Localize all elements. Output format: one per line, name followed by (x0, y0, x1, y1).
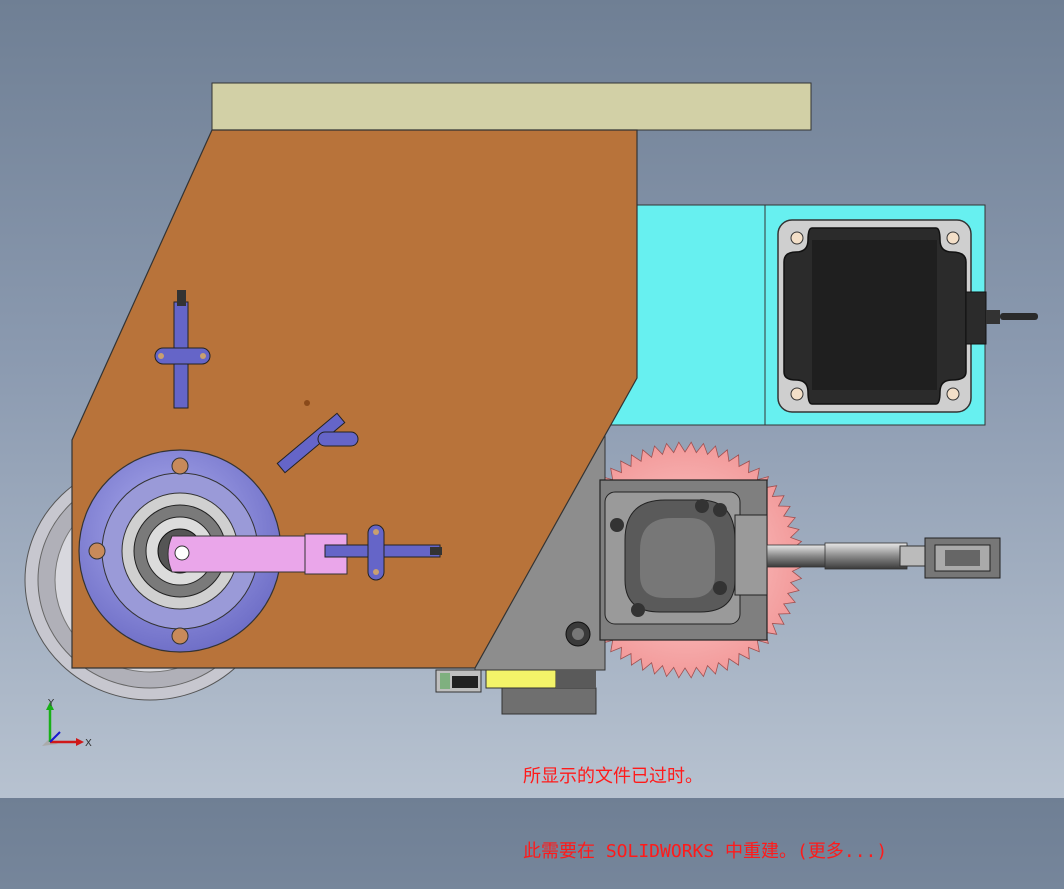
graphics-viewport[interactable]: Y X 所显示的文件已过时。 此需要在 SOLIDWORKS 中重建。(更多..… (0, 0, 1064, 862)
top-rail (211, 82, 812, 131)
warning-line-2-more-link[interactable]: 此需要在 SOLIDWORKS 中重建。(更多...) (523, 841, 888, 862)
x-axis-label: X (85, 738, 92, 749)
coordinate-triad: Y X (42, 698, 92, 749)
rebuild-warning: 所显示的文件已过时。 此需要在 SOLIDWORKS 中重建。(更多...) (523, 714, 887, 889)
output-shaft (766, 537, 1001, 579)
sensor-bracket-left (154, 290, 211, 409)
warning-line-1: 所显示的文件已过时。 (523, 766, 703, 787)
stepper-motor (777, 219, 1038, 413)
sensor-bracket-middle (276, 400, 359, 474)
reducer-block (599, 479, 768, 641)
y-axis-label: Y (47, 698, 55, 709)
cad-model-view[interactable] (0, 0, 1064, 798)
sensor-bracket-right (324, 524, 442, 581)
link-arm (167, 533, 348, 575)
